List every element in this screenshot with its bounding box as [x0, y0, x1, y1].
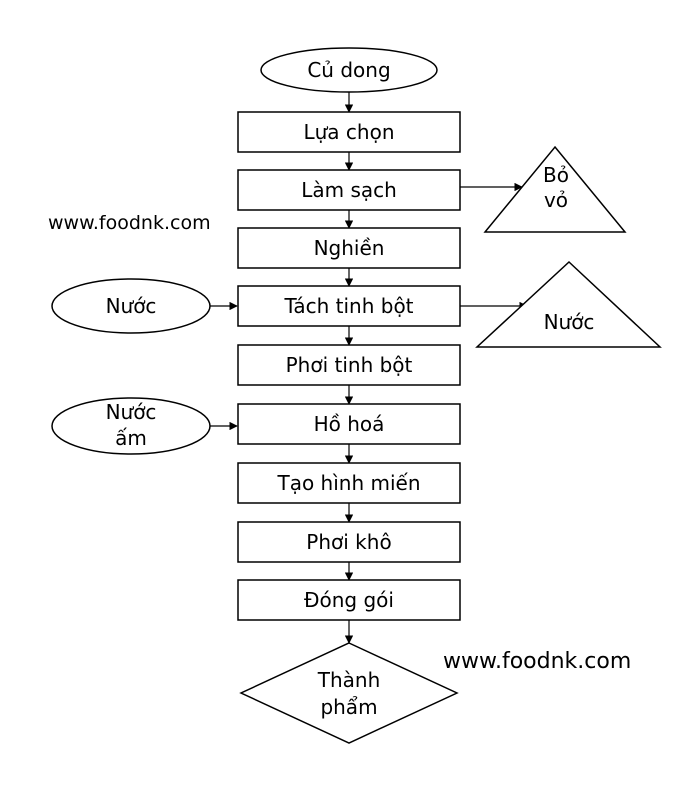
watermark-text: www.foodnk.com [443, 649, 631, 674]
step-label: Phơi khô [306, 530, 391, 554]
step-2: Làm sạch [237, 169, 461, 211]
step-box [237, 403, 461, 445]
step-box [237, 285, 461, 327]
end-node: Thành phẩm [239, 642, 459, 744]
input-warm-water: Nước ấm [51, 397, 211, 455]
output-water: Nước [475, 260, 662, 348]
step-label: Nghiền [314, 236, 385, 260]
step-8: Phơi khô [237, 521, 461, 563]
output-label: Nước [544, 310, 595, 334]
input-label-line1: Nước [106, 400, 157, 424]
step-box [237, 169, 461, 211]
step-9: Đóng gói [237, 579, 461, 621]
step-label: Tạo hình miến [276, 471, 420, 495]
step-3: Nghiền [237, 227, 461, 269]
output-triangle [475, 260, 662, 348]
output-label-line1: Bỏ [543, 163, 569, 187]
step-label: Đóng gói [304, 588, 394, 612]
step-box [237, 227, 461, 269]
start-node: Củ dong [260, 47, 438, 93]
input-label: Nước [106, 294, 157, 318]
step-label: Tách tinh bột [283, 294, 413, 318]
step-box [237, 579, 461, 621]
input-ellipse [51, 397, 211, 455]
start-ellipse [260, 47, 438, 93]
output-peel: Bỏ vỏ [483, 145, 627, 233]
step-box [237, 111, 461, 153]
start-label: Củ dong [307, 58, 390, 82]
end-label-line1: Thành [317, 668, 381, 692]
step-box [237, 521, 461, 563]
output-triangle [483, 145, 627, 233]
step-label: Làm sạch [301, 178, 397, 202]
step-box [237, 462, 461, 504]
step-1: Lựa chọn [237, 111, 461, 153]
step-label: Hồ hoá [314, 412, 385, 436]
input-ellipse [51, 278, 211, 334]
output-label-line2: vỏ [544, 188, 568, 212]
step-7: Tạo hình miến [237, 462, 461, 504]
input-water: Nước [51, 278, 211, 334]
watermark-text: www.foodnk.com [48, 212, 211, 234]
step-4: Tách tinh bột [237, 285, 461, 327]
end-diamond [239, 642, 459, 744]
input-label-line2: ấm [115, 426, 147, 450]
step-6: Hồ hoá [237, 403, 461, 445]
end-label-line2: phẩm [320, 695, 377, 719]
step-box [237, 344, 461, 386]
step-label: Phơi tinh bột [286, 353, 413, 377]
step-label: Lựa chọn [303, 120, 394, 144]
step-5: Phơi tinh bột [237, 344, 461, 386]
